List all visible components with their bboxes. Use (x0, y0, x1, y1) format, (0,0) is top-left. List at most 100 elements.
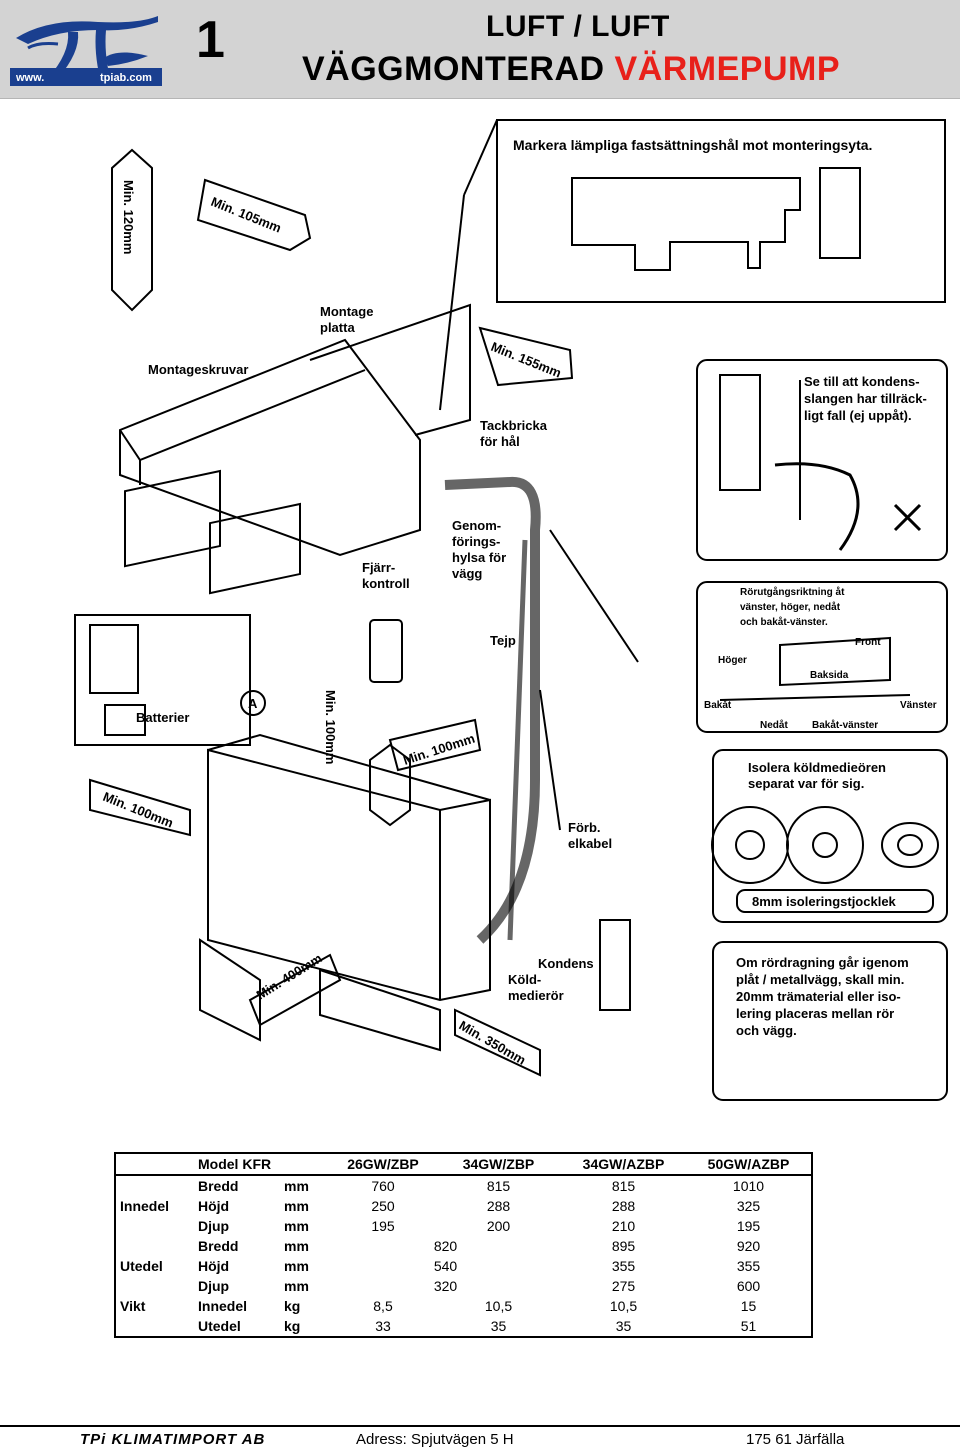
table-row: Djup mm 320 275 600 (115, 1276, 812, 1296)
value-cell-merged: 320 (433, 1278, 458, 1294)
installation-diagram: Markera lämpliga fastsättningshål mot mo… (74, 119, 948, 1101)
value-cell: 15 (740, 1298, 757, 1314)
value-cell: 250 (371, 1198, 395, 1214)
wall-line-4: lering placeras mellan rör (736, 1006, 894, 1021)
condensate-part (599, 919, 631, 1011)
unit-cell: mm (284, 1258, 309, 1274)
arrow-105 (196, 178, 312, 252)
value-cell: 895 (611, 1238, 636, 1254)
value-cell: 51 (740, 1318, 757, 1334)
arrow-100-diag (388, 718, 482, 772)
value-cell: 195 (371, 1218, 395, 1234)
logo-url-right: tpiab.com (100, 72, 152, 84)
label-tejp: Tejp (490, 633, 516, 648)
indoor-unit (119, 338, 421, 557)
slope-line-2: slangen har tillräck- (804, 391, 927, 406)
mount-plate-right (819, 167, 861, 259)
group-cell (115, 1175, 194, 1196)
page-number: 1 (196, 11, 225, 69)
value-cell: 35 (615, 1318, 632, 1334)
label-hoger: Höger (718, 655, 747, 666)
header-26gw: 26GW/ZBP (330, 1153, 436, 1176)
value-cell: 1010 (732, 1178, 765, 1194)
slope-line-1: Se till att kondens- (804, 374, 920, 389)
value-cell: 760 (371, 1178, 395, 1194)
page-footer: TPi KLIMATIMPORT AB Adress: Spjutvägen 5… (0, 1425, 960, 1453)
value-cell: 600 (736, 1278, 761, 1294)
value-cell: 33 (375, 1318, 391, 1334)
label-genom-2: förings- (452, 534, 500, 549)
value-cell: 200 (486, 1218, 511, 1234)
tpi-logo: www. tpiab.com (8, 8, 164, 88)
header-34gwa: 34GW/AZBP (561, 1153, 686, 1176)
group-cell: Utedel (120, 1258, 163, 1274)
label-kondens: Kondens (538, 956, 594, 971)
attr-cell: Djup (198, 1278, 230, 1294)
marker-a: A (248, 696, 258, 711)
label-genom-4: vägg (452, 566, 482, 581)
value-cell: 815 (486, 1178, 511, 1194)
label-fjarr-2: kontroll (362, 576, 410, 591)
value-cell: 275 (611, 1278, 636, 1294)
label-bakat-vanster: Bakåt-vänster (812, 719, 878, 731)
dir-line-2: vänster, höger, nedåt (740, 601, 841, 613)
header-model: Model KFR (194, 1153, 280, 1176)
label-genom-1: Genom- (452, 518, 501, 533)
title-black: VÄGGMONTERAD (302, 50, 605, 88)
title-red: VÄRMEPUMP (614, 50, 841, 88)
unit-cell: mm (284, 1238, 309, 1254)
label-forb-2: elkabel (568, 836, 612, 851)
label-baksida: Baksida (810, 670, 849, 681)
header-cell (280, 1153, 330, 1176)
label-vanster: Vänster (900, 700, 937, 711)
label-montageskruvar: Montageskruvar (148, 362, 248, 377)
value-cell: 8,5 (373, 1298, 393, 1314)
value-cell: 10,5 (609, 1298, 638, 1314)
group-cell (115, 1236, 194, 1256)
attr-cell: Utedel (198, 1318, 241, 1334)
iso-thickness: 8mm isoleringstjocklek (752, 894, 897, 909)
table-row: Vikt Innedel kg 8,5 10,5 10,5 15 (115, 1296, 812, 1316)
value-cell: 288 (611, 1198, 636, 1214)
iso-line-1: Isolera köldmedieören (748, 760, 886, 775)
group-cell (115, 1216, 194, 1236)
group-cell: Innedel (120, 1198, 170, 1214)
label-montage-1: Montage (320, 304, 373, 319)
value-cell-merged: 820 (433, 1238, 458, 1254)
label-min-105: Min. 105mm (209, 194, 284, 236)
attr-cell: Bredd (198, 1238, 239, 1254)
label-min-100-diag: Min. 100mm (401, 731, 476, 768)
wall-line-5: och vägg. (736, 1023, 797, 1038)
label-montage-2: platta (320, 320, 355, 335)
spec-table: Model KFR 26GW/ZBP 34GW/ZBP 34GW/AZBP 50… (114, 1152, 813, 1338)
page-header: www. tpiab.com 1 LUFT / LUFT VÄGGMONTERA… (0, 0, 960, 99)
footer-city: 175 61 Järfälla (746, 1431, 845, 1448)
value-cell: 195 (736, 1218, 761, 1234)
label-fjarr-1: Fjärr- (362, 560, 395, 575)
mount-plate-box (496, 119, 946, 303)
page-title-line2: VÄGGMONTERAD VÄRMEPUMP (302, 50, 840, 89)
unit-cell: mm (284, 1278, 309, 1294)
arrow-400 (248, 953, 342, 1027)
arrow-120 (111, 148, 153, 312)
unit-cell: kg (284, 1298, 301, 1314)
label-tackbricka-1: Tackbricka (480, 418, 548, 433)
value-cell: 355 (611, 1258, 636, 1274)
value-cell: 35 (490, 1318, 507, 1334)
mount-instruction: Markera lämpliga fastsättningshål mot mo… (513, 137, 872, 153)
table-row: Utedel kg 33 35 35 51 (115, 1316, 812, 1337)
table-row: Bredd mm 820 895 920 (115, 1236, 812, 1256)
value-cell: 325 (736, 1198, 761, 1214)
footer-address: Adress: Spjutvägen 5 H (356, 1431, 514, 1448)
slope-line-3: ligt fall (ej uppåt). (804, 408, 912, 423)
group-cell: Vikt (120, 1298, 146, 1314)
value-cell-merged: 540 (433, 1258, 458, 1274)
marker-a-circle (240, 690, 266, 716)
header-34gw: 34GW/ZBP (436, 1153, 561, 1176)
value-cell: 920 (736, 1238, 761, 1254)
group-cell (115, 1276, 194, 1296)
label-min-350: Min. 350mm (457, 1018, 529, 1068)
arrow-100-left (89, 778, 191, 837)
label-genom-3: hylsa för (452, 550, 506, 565)
attr-cell: Bredd (198, 1178, 239, 1194)
